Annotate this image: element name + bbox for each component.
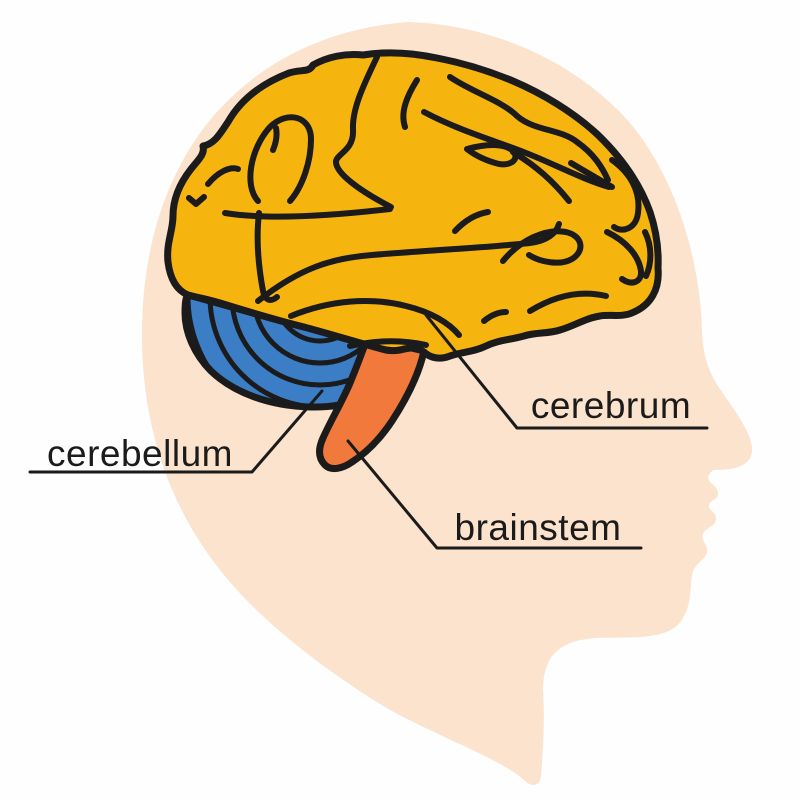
cerebrum-sulci-lines bbox=[186, 54, 654, 349]
brainstem-leader-line bbox=[346, 439, 643, 550]
cerebrum-label: cerebrum bbox=[531, 385, 691, 426]
cerebellum-leader-line bbox=[28, 389, 324, 474]
brainstem-shape bbox=[316, 332, 428, 473]
cerebrum-leader-line bbox=[424, 313, 709, 430]
cerebellum-label: cerebellum bbox=[47, 433, 233, 474]
brainstem-label: brainstem bbox=[455, 507, 622, 548]
